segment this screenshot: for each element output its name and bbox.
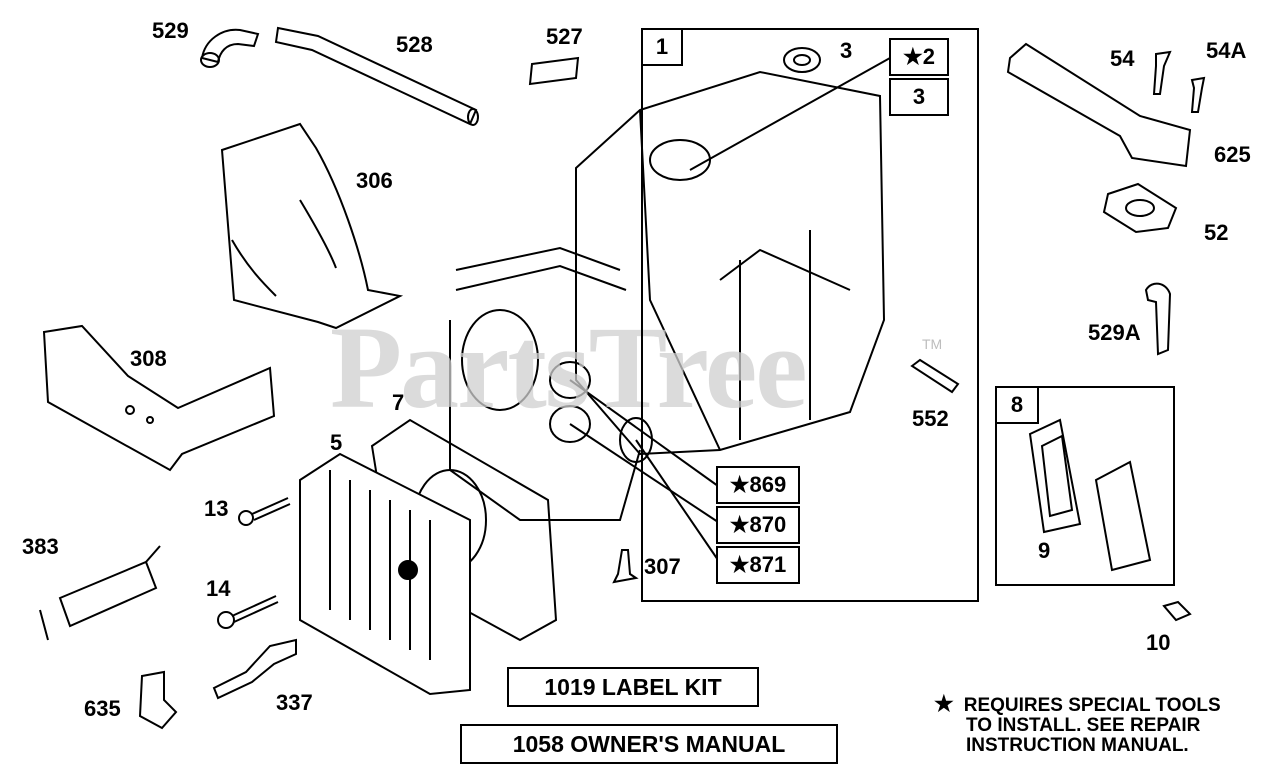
part-625-breather[interactable]: [1006, 42, 1192, 168]
part-306-shield[interactable]: [220, 122, 404, 330]
label-308[interactable]: 308: [130, 346, 167, 371]
label-54a[interactable]: 54A: [1206, 38, 1247, 63]
callout-1[interactable]: 1: [641, 28, 683, 66]
part-9-gasket[interactable]: [1028, 418, 1082, 534]
part-52-gasket[interactable]: [1102, 182, 1178, 234]
part-529-elbow[interactable]: [200, 28, 260, 68]
label-527[interactable]: 527: [546, 24, 583, 49]
callout-870[interactable]: ★870: [716, 506, 800, 544]
part-3-seal[interactable]: [783, 47, 821, 73]
label-529[interactable]: 529: [152, 18, 189, 43]
label-306[interactable]: 306: [356, 168, 393, 193]
breather-cover[interactable]: [1094, 460, 1152, 572]
note-line-2: TO INSTALL. SEE REPAIR: [966, 715, 1201, 736]
label-kit-box[interactable]: 1019 LABEL KIT: [507, 667, 759, 707]
trademark: TM: [922, 336, 943, 352]
label-9[interactable]: 9: [1038, 538, 1051, 563]
engine-assembly-frame: [641, 28, 979, 602]
breather-assembly-frame: [995, 386, 1175, 586]
note-line-1: REQUIRES SPECIAL TOOLS: [963, 695, 1221, 716]
label-307[interactable]: 307: [644, 554, 681, 579]
label-529a[interactable]: 529A: [1088, 320, 1141, 345]
label-635[interactable]: 635: [84, 696, 121, 721]
part-635-fitting[interactable]: [138, 670, 178, 730]
label-625[interactable]: 625: [1214, 142, 1251, 167]
label-14[interactable]: 14: [206, 576, 231, 601]
part-552-pin[interactable]: [910, 358, 960, 394]
part-383-tool[interactable]: [39, 545, 161, 641]
star-icon: ★: [934, 691, 954, 716]
label-7[interactable]: 7: [392, 390, 405, 415]
owners-manual-box[interactable]: 1058 OWNER'S MANUAL: [460, 724, 838, 764]
watermark: PartsTree: [330, 302, 808, 433]
part-14-bolt[interactable]: [217, 595, 279, 629]
callout-871[interactable]: ★871: [716, 546, 800, 584]
callout-2[interactable]: ★2: [889, 38, 949, 76]
label-10[interactable]: 10: [1146, 630, 1171, 655]
part-13-bolt[interactable]: [238, 497, 291, 526]
leader-2: [689, 57, 891, 171]
part-528-tube[interactable]: [274, 26, 479, 126]
callout-8[interactable]: 8: [995, 386, 1039, 424]
part-54a-bolt[interactable]: [1190, 76, 1206, 113]
label-552[interactable]: 552: [912, 406, 949, 431]
label-383[interactable]: 383: [22, 534, 59, 559]
part-307-screw[interactable]: [612, 549, 639, 584]
special-tools-note: ★ REQUIRES SPECIAL TOOLS TO INSTALL. SEE …: [934, 691, 1221, 756]
part-5-cylinder-head[interactable]: [299, 452, 471, 696]
leader-870: [569, 423, 719, 523]
part-54-bolt[interactable]: [1152, 50, 1172, 95]
label-5[interactable]: 5: [330, 430, 343, 455]
callout-869[interactable]: ★869: [716, 466, 800, 504]
label-13[interactable]: 13: [204, 496, 229, 521]
part-527-clip[interactable]: [528, 56, 580, 86]
leader-871: [635, 439, 719, 561]
label-52[interactable]: 52: [1204, 220, 1229, 245]
part-529a-hose[interactable]: [1144, 282, 1172, 356]
label-54[interactable]: 54: [1110, 46, 1135, 71]
part-308-bracket[interactable]: [42, 324, 276, 472]
part-337-spark-plug[interactable]: [212, 638, 297, 700]
part-10-screw[interactable]: [1162, 600, 1192, 622]
note-line-3: INSTRUCTION MANUAL.: [966, 735, 1189, 756]
engine-block[interactable]: [449, 70, 886, 521]
label-337[interactable]: 337: [276, 690, 313, 715]
callout-3[interactable]: 3: [889, 78, 949, 116]
label-3[interactable]: 3: [840, 38, 853, 63]
leader-869: [569, 379, 719, 487]
label-528[interactable]: 528: [396, 32, 433, 57]
